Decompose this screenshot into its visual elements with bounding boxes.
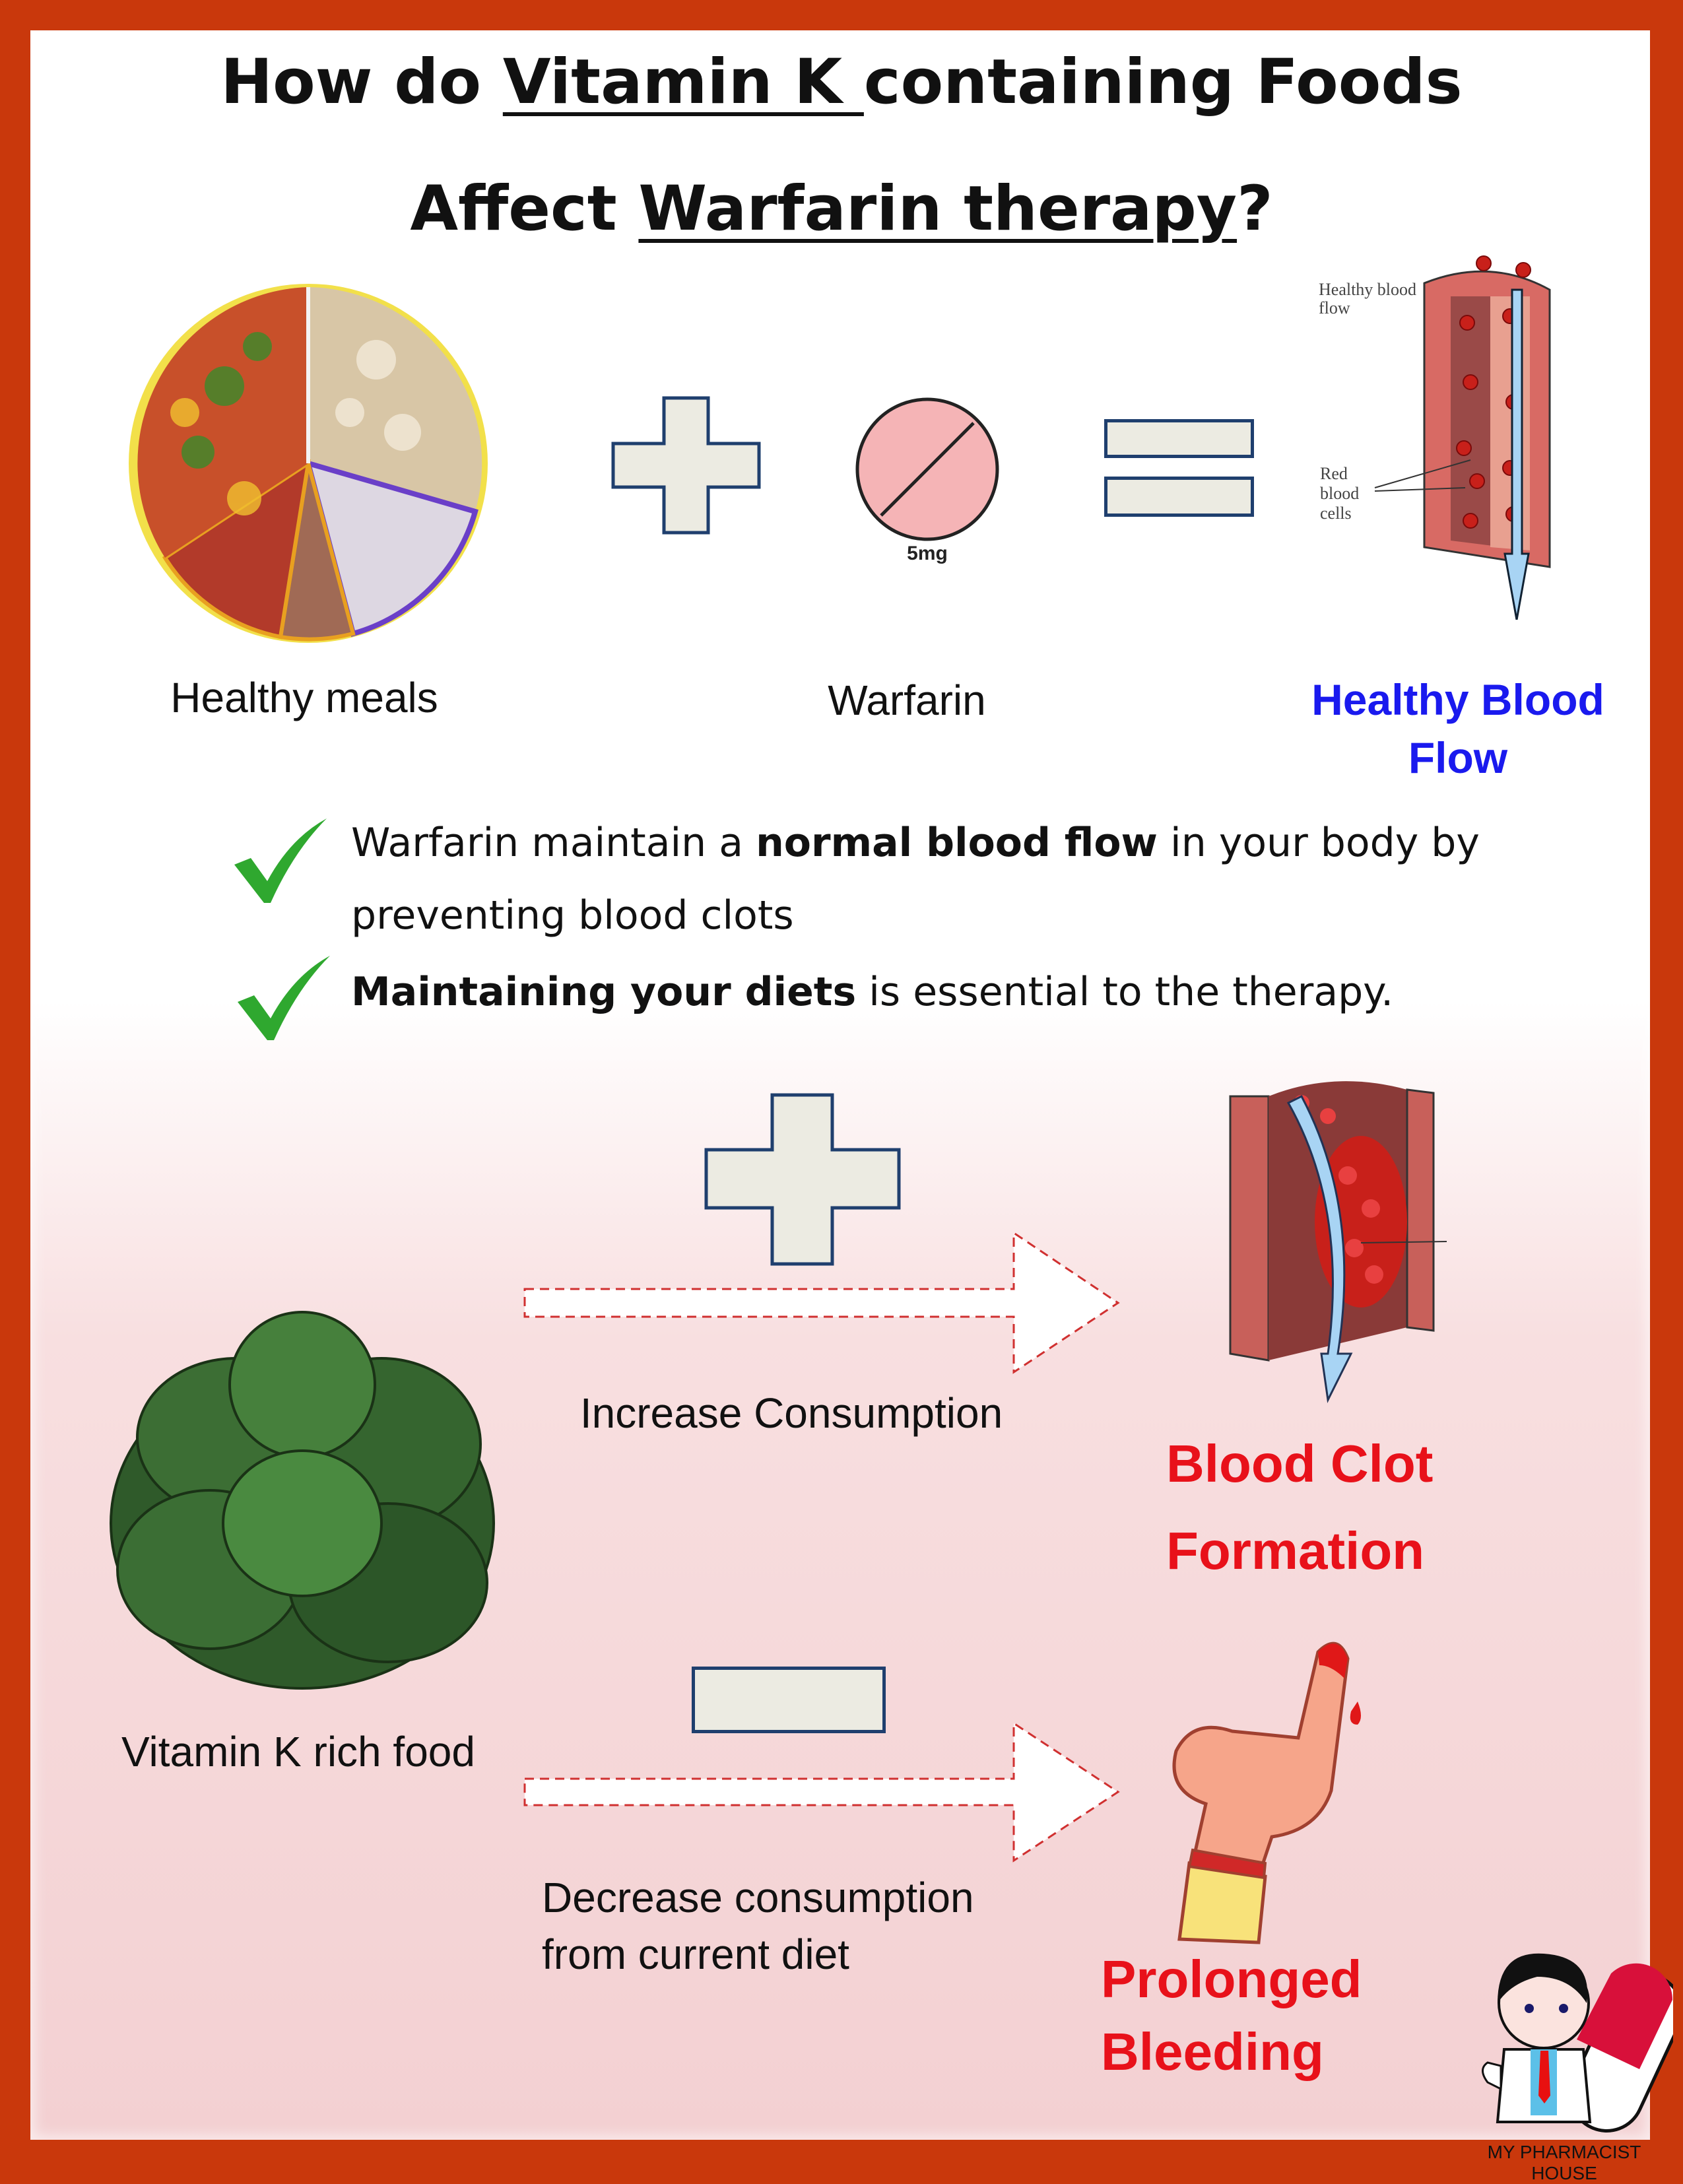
- healthy-meals-label: Healthy meals: [170, 674, 438, 721]
- equals-sign-bottom-bar: [1104, 477, 1254, 517]
- bullet-text-2: Maintaining your diets is essential to t…: [351, 969, 1394, 1015]
- plus-sign-icon: [611, 396, 761, 535]
- vessel-label-healthy-flow: Healthy blood flow: [1319, 280, 1417, 317]
- decrease-dashed-arrow: [523, 1721, 1120, 1863]
- warfarin-pill-icon: [855, 397, 999, 541]
- pharmacist-mascot-logo: [1482, 1953, 1673, 2133]
- increase-consumption-label: Increase Consumption: [579, 1389, 1003, 1437]
- increase-dashed-arrow: [523, 1231, 1120, 1374]
- pill-dose-label: 5mg: [907, 543, 948, 564]
- vitamin-k-food-label: Vitamin K rich food: [121, 1728, 475, 1775]
- blood-clot-vessel-image: [1229, 1081, 1447, 1403]
- plus-sign-icon: [704, 1093, 901, 1266]
- title-line-1: How do Vitamin K containing Foods: [220, 46, 1463, 118]
- checkmark-icon: [234, 818, 327, 903]
- minus-sign-icon: [692, 1667, 886, 1733]
- healthy-meals-plate-image: [129, 284, 488, 643]
- logo-text: MY PHARMACIST HOUSE: [1487, 2142, 1641, 2183]
- bullet-text-1: Warfarin maintain a normal blood flow in…: [351, 820, 1480, 939]
- warfarin-label: Warfarin: [828, 677, 986, 724]
- vitamin-k-lettuce-image: [110, 1311, 495, 1690]
- checkmark-icon: [238, 956, 330, 1040]
- equals-sign-top-bar: [1104, 419, 1254, 458]
- vessel-label-red-cells: Red blood cells: [1320, 464, 1360, 523]
- healthy-blood-vessel-image: [1374, 255, 1551, 620]
- bleeding-finger-icon: [1172, 1641, 1361, 1944]
- title-line-2: Affect Warfarin therapy?: [410, 173, 1273, 245]
